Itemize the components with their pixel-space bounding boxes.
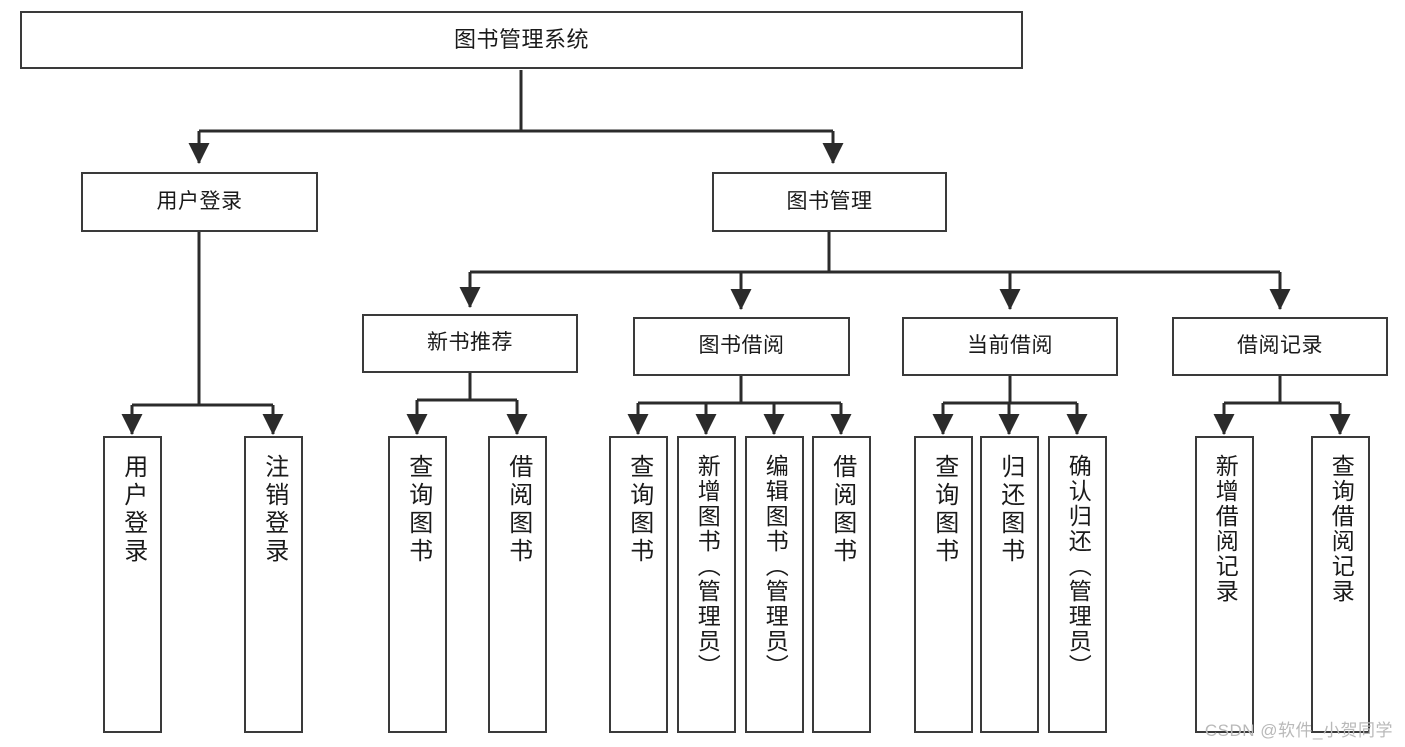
node-user-login[interactable]: 用户登录: [81, 172, 318, 232]
node-root-system[interactable]: 图书管理系统: [20, 11, 1023, 69]
node-leaf-edit-book-admin[interactable]: 编辑图书（管理员）: [745, 436, 804, 733]
node-label: 用户登录: [156, 189, 243, 213]
node-label: 图书管理: [786, 189, 873, 213]
node-label: 查询图书: [404, 454, 432, 566]
node-label: 当前借阅: [967, 334, 1053, 358]
node-label: 新增借阅记录: [1212, 454, 1239, 604]
node-leaf-query-borrow-record[interactable]: 查询借阅记录: [1311, 436, 1370, 733]
node-leaf-logout[interactable]: 注销登录: [244, 436, 303, 733]
node-label: 借阅图书: [828, 454, 856, 566]
node-label: 借阅记录: [1237, 334, 1323, 358]
node-leaf-query-book-current[interactable]: 查询图书: [914, 436, 973, 733]
node-leaf-query-book-recommend[interactable]: 查询图书: [388, 436, 447, 733]
node-label: 查询图书: [625, 454, 653, 566]
node-current-borrow[interactable]: 当前借阅: [902, 317, 1118, 376]
node-label: 借阅图书: [504, 454, 532, 566]
node-label: 新增图书（管理员）: [694, 454, 721, 679]
node-label: 查询图书: [930, 454, 958, 566]
node-label: 图书管理系统: [453, 27, 589, 53]
node-label: 新书推荐: [427, 331, 513, 355]
node-label: 编辑图书（管理员）: [762, 454, 789, 679]
node-leaf-user-login[interactable]: 用户登录: [103, 436, 162, 733]
node-book-management[interactable]: 图书管理: [712, 172, 947, 232]
node-leaf-borrow-book[interactable]: 借阅图书: [812, 436, 871, 733]
node-label: 查询借阅记录: [1328, 454, 1355, 604]
node-label: 图书借阅: [698, 334, 785, 358]
node-leaf-add-borrow-record[interactable]: 新增借阅记录: [1195, 436, 1254, 733]
node-label: 注销登录: [260, 454, 288, 566]
node-borrow-record[interactable]: 借阅记录: [1172, 317, 1388, 376]
watermark: CSDN @软件_小贺同学: [1204, 721, 1393, 740]
node-leaf-confirm-return-admin[interactable]: 确认归还（管理员）: [1048, 436, 1107, 733]
node-new-book-recommend[interactable]: 新书推荐: [362, 314, 578, 373]
node-leaf-borrow-book-recommend[interactable]: 借阅图书: [488, 436, 547, 733]
node-leaf-query-book-borrow[interactable]: 查询图书: [609, 436, 668, 733]
node-label: 用户登录: [119, 454, 147, 566]
node-leaf-add-book-admin[interactable]: 新增图书（管理员）: [677, 436, 736, 733]
node-label: 归还图书: [996, 454, 1024, 566]
node-book-borrow[interactable]: 图书借阅: [633, 317, 850, 376]
node-leaf-return-book[interactable]: 归还图书: [980, 436, 1039, 733]
node-label: 确认归还（管理员）: [1065, 454, 1092, 679]
